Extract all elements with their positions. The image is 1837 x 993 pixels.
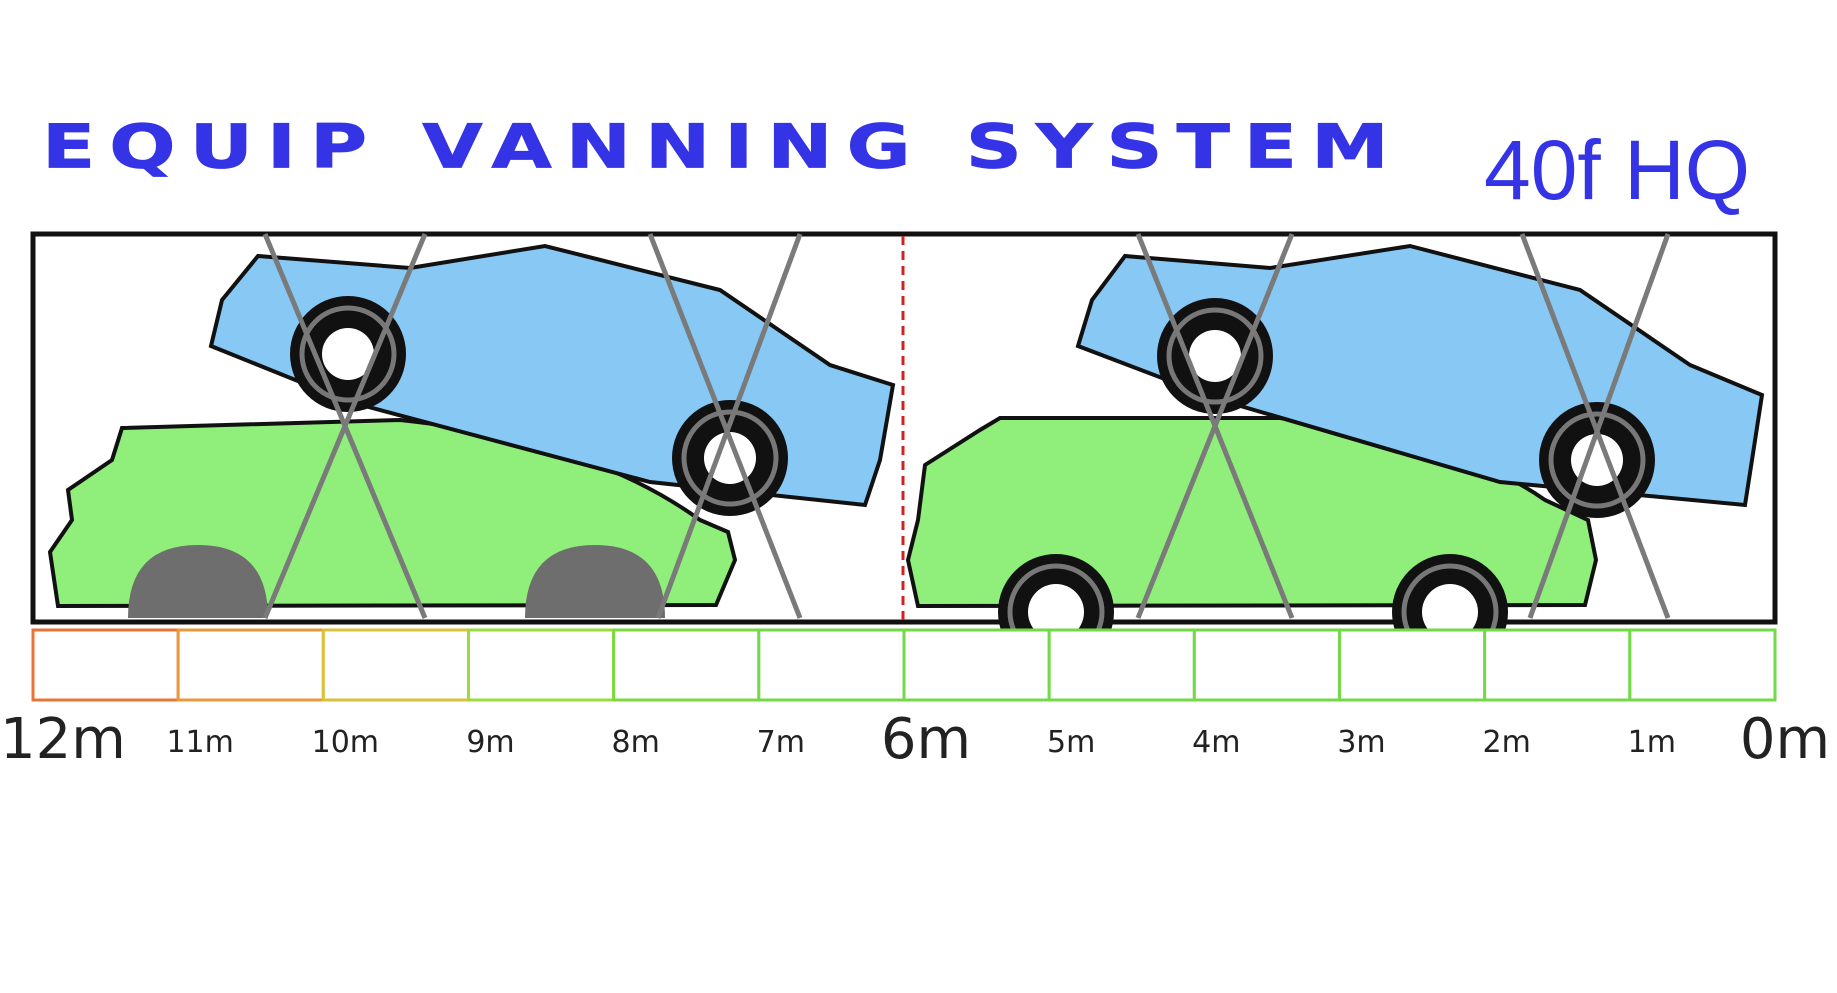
wheel-top-right-rear: [1539, 402, 1655, 518]
sling-lines-right: [1135, 233, 1671, 619]
length-scale: 12m 11m 10m 9m 8m 7m 6m 5m 4m 3m 2m 1m 0m: [0, 628, 1830, 772]
right-car-group: [905, 233, 1765, 670]
wheel-top-left-front: [290, 296, 406, 412]
scale-segment: [1192, 628, 1342, 702]
scale-segment: [176, 628, 325, 702]
scale-label-7m: 7m: [757, 725, 805, 760]
scale-label-0m: 0m: [1740, 707, 1830, 772]
scale-label-11m: 11m: [166, 725, 233, 760]
scale-segment: [321, 628, 471, 702]
scale-label-4m: 4m: [1192, 725, 1240, 760]
scale-label-1m: 1m: [1628, 725, 1676, 760]
scale-segment: [612, 628, 761, 702]
wheel-top-right-front: [1157, 298, 1273, 414]
sling-lines-left: [262, 233, 803, 619]
scale-segment: [467, 628, 616, 702]
wheel-top-left-rear: [672, 400, 788, 516]
scale-label-2m: 2m: [1483, 725, 1531, 760]
scale-segment: [757, 628, 906, 702]
scale-label-3m: 3m: [1337, 725, 1385, 760]
scale-segment: [31, 628, 180, 702]
scale-segment: [1483, 628, 1632, 702]
scale-label-10m: 10m: [312, 725, 379, 760]
scale-label-12m: 12m: [0, 707, 126, 772]
container-type-label: 40f HQ: [1484, 123, 1751, 217]
scale-label-8m: 8m: [612, 725, 660, 760]
scale-label-5m: 5m: [1047, 725, 1095, 760]
scale-segment: [1628, 628, 1777, 702]
container-outline: [30, 231, 1778, 625]
diagram-title: EQUIP VANNING SYSTEM: [42, 112, 1403, 183]
scale-segment: [1047, 628, 1196, 702]
scale-segment: [902, 628, 1051, 702]
scale-segment: [1338, 628, 1487, 702]
scale-label-6m: 6m: [881, 707, 971, 772]
wheel-arch-left-2: [525, 545, 665, 618]
wheel-arch-left-1: [128, 545, 268, 618]
scale-label-9m: 9m: [466, 725, 514, 760]
left-car-group: [47, 233, 896, 619]
